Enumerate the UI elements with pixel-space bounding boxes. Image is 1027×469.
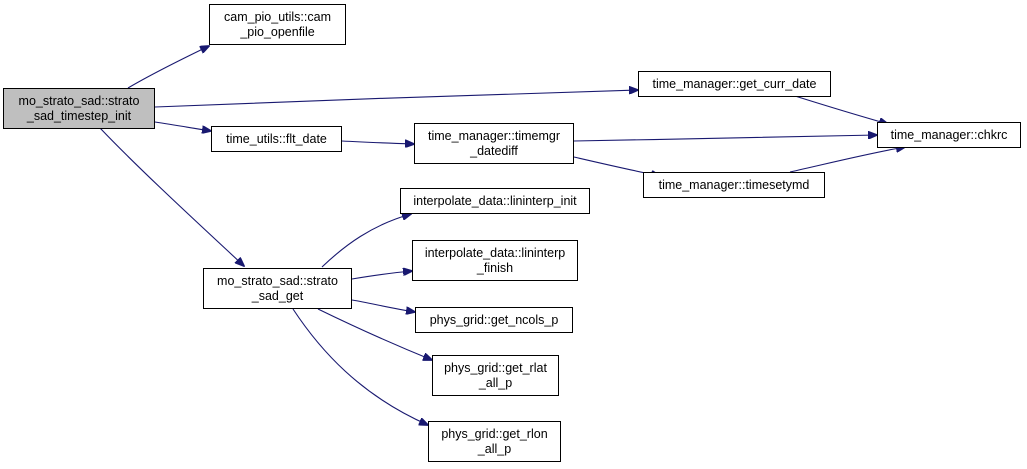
edge-strato-sad-get-to-lininterp-finish: [351, 271, 412, 280]
node-label: mo_strato_sad::strato _sad_get: [217, 273, 338, 303]
node-label: phys_grid::get_rlat _all_p: [444, 360, 547, 390]
edge-flt-date-to-timemgr-datediff: [341, 141, 414, 144]
node-timemgr-datediff[interactable]: time_manager::timemgr _datediff: [414, 123, 574, 164]
node-get-rlat-all-p[interactable]: phys_grid::get_rlat _all_p: [432, 355, 559, 396]
node-get-ncols-p[interactable]: phys_grid::get_ncols_p: [415, 307, 573, 333]
node-label: time_utils::flt_date: [226, 131, 327, 146]
node-label: phys_grid::get_rlon _all_p: [441, 426, 548, 456]
node-label: mo_strato_sad::strato _sad_timestep_init: [18, 93, 140, 123]
node-strato-sad-get[interactable]: mo_strato_sad::strato _sad_get: [203, 268, 352, 309]
node-label: interpolate_data::lininterp _finish: [424, 245, 566, 275]
node-get-curr-date[interactable]: time_manager::get_curr_date: [638, 71, 831, 97]
edge-get-curr-date-to-chkrc: [794, 95, 888, 124]
edge-root-to-flt-date: [154, 121, 211, 131]
node-label: cam_pio_utils::cam _pio_openfile: [224, 9, 331, 39]
edge-strato-sad-get-to-get-rlon-all-p: [292, 308, 428, 425]
edge-root-to-strato-sad-get: [99, 127, 244, 266]
edge-strato-sad-get-to-get-ncols-p: [351, 299, 415, 312]
node-label: time_manager::get_curr_date: [652, 76, 817, 91]
edge-root-to-cam-pio-openfile: [127, 46, 209, 89]
node-strato-sad-timestep-init[interactable]: mo_strato_sad::strato _sad_timestep_init: [3, 88, 155, 129]
node-label: phys_grid::get_ncols_p: [429, 312, 559, 327]
node-label: time_manager::timesetymd: [658, 177, 810, 192]
node-label: interpolate_data::lininterp_init: [413, 193, 577, 208]
edge-strato-sad-get-to-get-rlat-all-p: [317, 308, 432, 360]
node-lininterp-finish[interactable]: interpolate_data::lininterp _finish: [412, 240, 578, 281]
node-timesetymd[interactable]: time_manager::timesetymd: [643, 172, 825, 198]
node-lininterp-init[interactable]: interpolate_data::lininterp_init: [400, 188, 590, 214]
node-get-rlon-all-p[interactable]: phys_grid::get_rlon _all_p: [428, 421, 561, 462]
node-cam-pio-openfile[interactable]: cam_pio_utils::cam _pio_openfile: [209, 4, 346, 45]
node-flt-date[interactable]: time_utils::flt_date: [211, 126, 342, 152]
node-label: time_manager::timemgr _datediff: [428, 128, 560, 158]
edge-strato-sad-get-to-lininterp-init: [321, 214, 411, 268]
edge-timemgr-datediff-to-chkrc: [573, 135, 877, 142]
edge-root-to-get-curr-date: [154, 90, 638, 108]
edge-timesetymd-to-chkrc: [789, 147, 905, 173]
node-label: time_manager::chkrc: [890, 127, 1008, 142]
node-chkrc[interactable]: time_manager::chkrc: [877, 122, 1021, 148]
